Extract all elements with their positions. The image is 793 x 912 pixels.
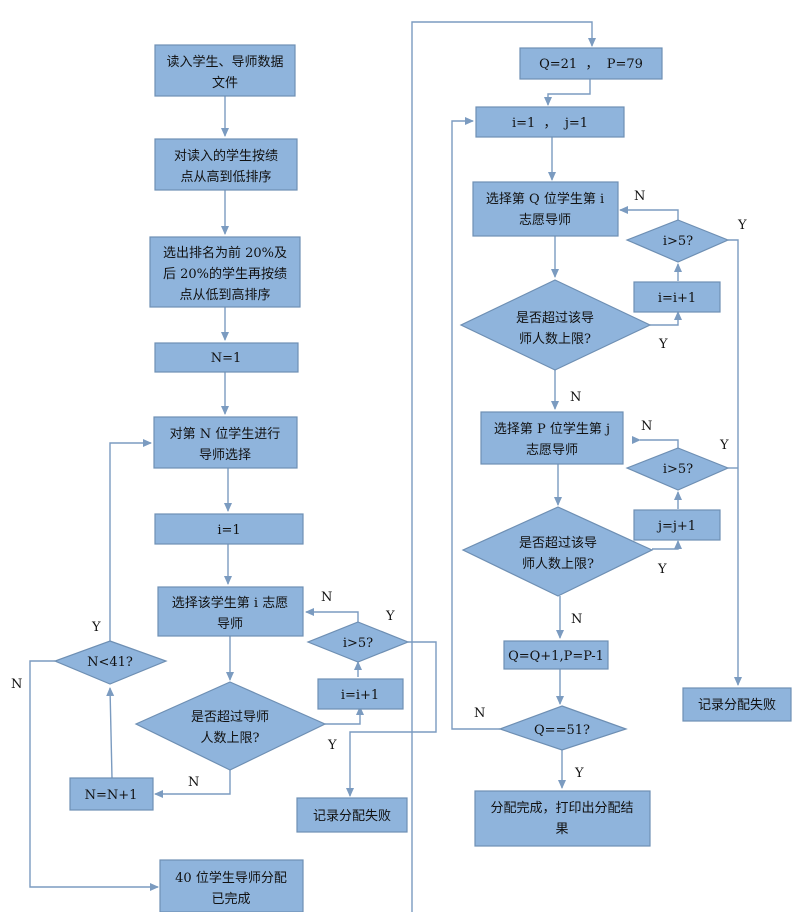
node-check-limit-q: 是否超过该导师人数上限? <box>459 279 652 371</box>
label-y-i5-q: Y <box>737 218 747 233</box>
label-n-limit-left: N <box>188 775 199 790</box>
branch-labels: Y N N Y N Y N Y Y N N Y Y N N Y <box>11 189 747 790</box>
svg-text:40 位学生导师分配已完成: 40 位学生导师分配已完成 <box>175 870 287 907</box>
svg-text:i=i+1: i=i+1 <box>658 291 696 306</box>
node-ij-init: i=1 ， j=1 <box>475 106 625 138</box>
label-y-q51: Y <box>574 766 584 781</box>
svg-text:i=1: i=1 <box>217 523 240 538</box>
svg-text:是否超过该导师人数上限?: 是否超过该导师人数上限? <box>519 536 597 572</box>
label-n-i5-p: N <box>641 419 652 434</box>
svg-text:i=i+1: i=i+1 <box>341 688 379 703</box>
node-j-inc: j=j+1 <box>633 509 721 541</box>
svg-text:读入学生、导师数据文件: 读入学生、导师数据文件 <box>166 54 283 91</box>
svg-text:i=1 ， j=1: i=1 ， j=1 <box>512 116 588 131</box>
label-y-n41: Y <box>91 620 101 635</box>
node-select-rank: 选出排名为前 20%及后 20%的学生再按绩点从低到高排序 <box>149 236 301 308</box>
svg-text:记录分配失败: 记录分配失败 <box>313 809 391 824</box>
svg-text:j=j+1: j=j+1 <box>656 519 696 534</box>
node-check-limit-left: 是否超过导师人数上限? <box>134 681 327 771</box>
svg-text:记录分配失败: 记录分配失败 <box>698 698 776 713</box>
svg-text:对第 N 位学生进行导师选择: 对第 N 位学生进行导师选择 <box>170 426 281 463</box>
svg-text:Q=21 ， P=79: Q=21 ， P=79 <box>539 57 643 72</box>
svg-text:Q=Q+1,P=P-1: Q=Q+1,P=P-1 <box>508 649 604 664</box>
node-i-gt5-p: i>5? <box>625 447 730 491</box>
svg-text:i>5?: i>5? <box>663 234 693 249</box>
node-choose-ith: 选择该学生第 i 志愿导师 <box>157 586 304 637</box>
node-qp-init: Q=21 ， P=79 <box>519 47 663 80</box>
label-y-limit-q: Y <box>658 337 668 352</box>
node-i-gt5-q: i>5? <box>625 219 730 263</box>
svg-text:N=N+1: N=N+1 <box>85 788 138 803</box>
label-y-limit-p: Y <box>657 562 667 577</box>
node-q-eq51: Q==51? <box>498 705 628 751</box>
node-done-40: 40 位学生导师分配已完成 <box>159 859 304 912</box>
svg-text:Q==51?: Q==51? <box>534 723 590 738</box>
node-i-init-left: i=1 <box>154 513 304 545</box>
node-n-init: N=1 <box>154 342 299 373</box>
node-i-inc-q: i=i+1 <box>633 281 721 313</box>
svg-text:对读入的学生按绩点从高到低排序: 对读入的学生按绩点从高到低排序 <box>174 148 278 185</box>
label-y-i5-left: Y <box>385 609 395 624</box>
node-i-inc-left: i=i+1 <box>317 678 404 710</box>
label-n-limit-q: N <box>570 390 581 405</box>
svg-text:是否超过导师人数上限?: 是否超过导师人数上限? <box>191 710 269 746</box>
node-sort-gpa: 对读入的学生按绩点从高到低排序 <box>154 138 298 191</box>
label-y-limit-left: Y <box>327 738 337 753</box>
svg-text:分配完成，打印出分配结果: 分配完成，打印出分配结果 <box>490 801 633 837</box>
svg-text:i>5?: i>5? <box>343 636 373 651</box>
node-finish: 分配完成，打印出分配结果 <box>474 790 651 847</box>
connectors <box>29 21 742 912</box>
label-n-i5-q: N <box>634 189 645 204</box>
node-read-files: 读入学生、导师数据文件 <box>154 44 296 97</box>
node-nth-student: 对第 N 位学生进行导师选择 <box>153 416 298 469</box>
svg-text:N=1: N=1 <box>211 351 242 366</box>
label-n-n41: N <box>11 677 22 692</box>
node-qp-update: Q=Q+1,P=P-1 <box>503 640 609 670</box>
node-n-inc: N=N+1 <box>69 777 154 811</box>
label-n-q51: N <box>474 706 485 721</box>
node-fail-left: 记录分配失败 <box>296 797 408 833</box>
node-fail-right: 记录分配失败 <box>682 687 792 722</box>
svg-text:选择该学生第 i 志愿导师: 选择该学生第 i 志愿导师 <box>172 595 288 632</box>
svg-text:N<41?: N<41? <box>87 655 133 670</box>
node-n-lt41: N<41? <box>53 640 168 685</box>
svg-text:选出排名为前 20%及后 20%的学生再按绩点从低到高排序: 选出排名为前 20%及后 20%的学生再按绩点从低到高排序 <box>163 245 287 303</box>
svg-text:i>5?: i>5? <box>663 462 693 477</box>
label-y-i5-p: Y <box>719 438 729 453</box>
node-check-limit-p: 是否超过该导师人数上限? <box>461 506 654 597</box>
svg-text:是否超过该导师人数上限?: 是否超过该导师人数上限? <box>516 311 594 347</box>
label-n-limit-p: N <box>571 612 582 627</box>
node-i-gt5-left: i>5? <box>306 621 410 663</box>
label-n-i5-left: N <box>321 590 332 605</box>
